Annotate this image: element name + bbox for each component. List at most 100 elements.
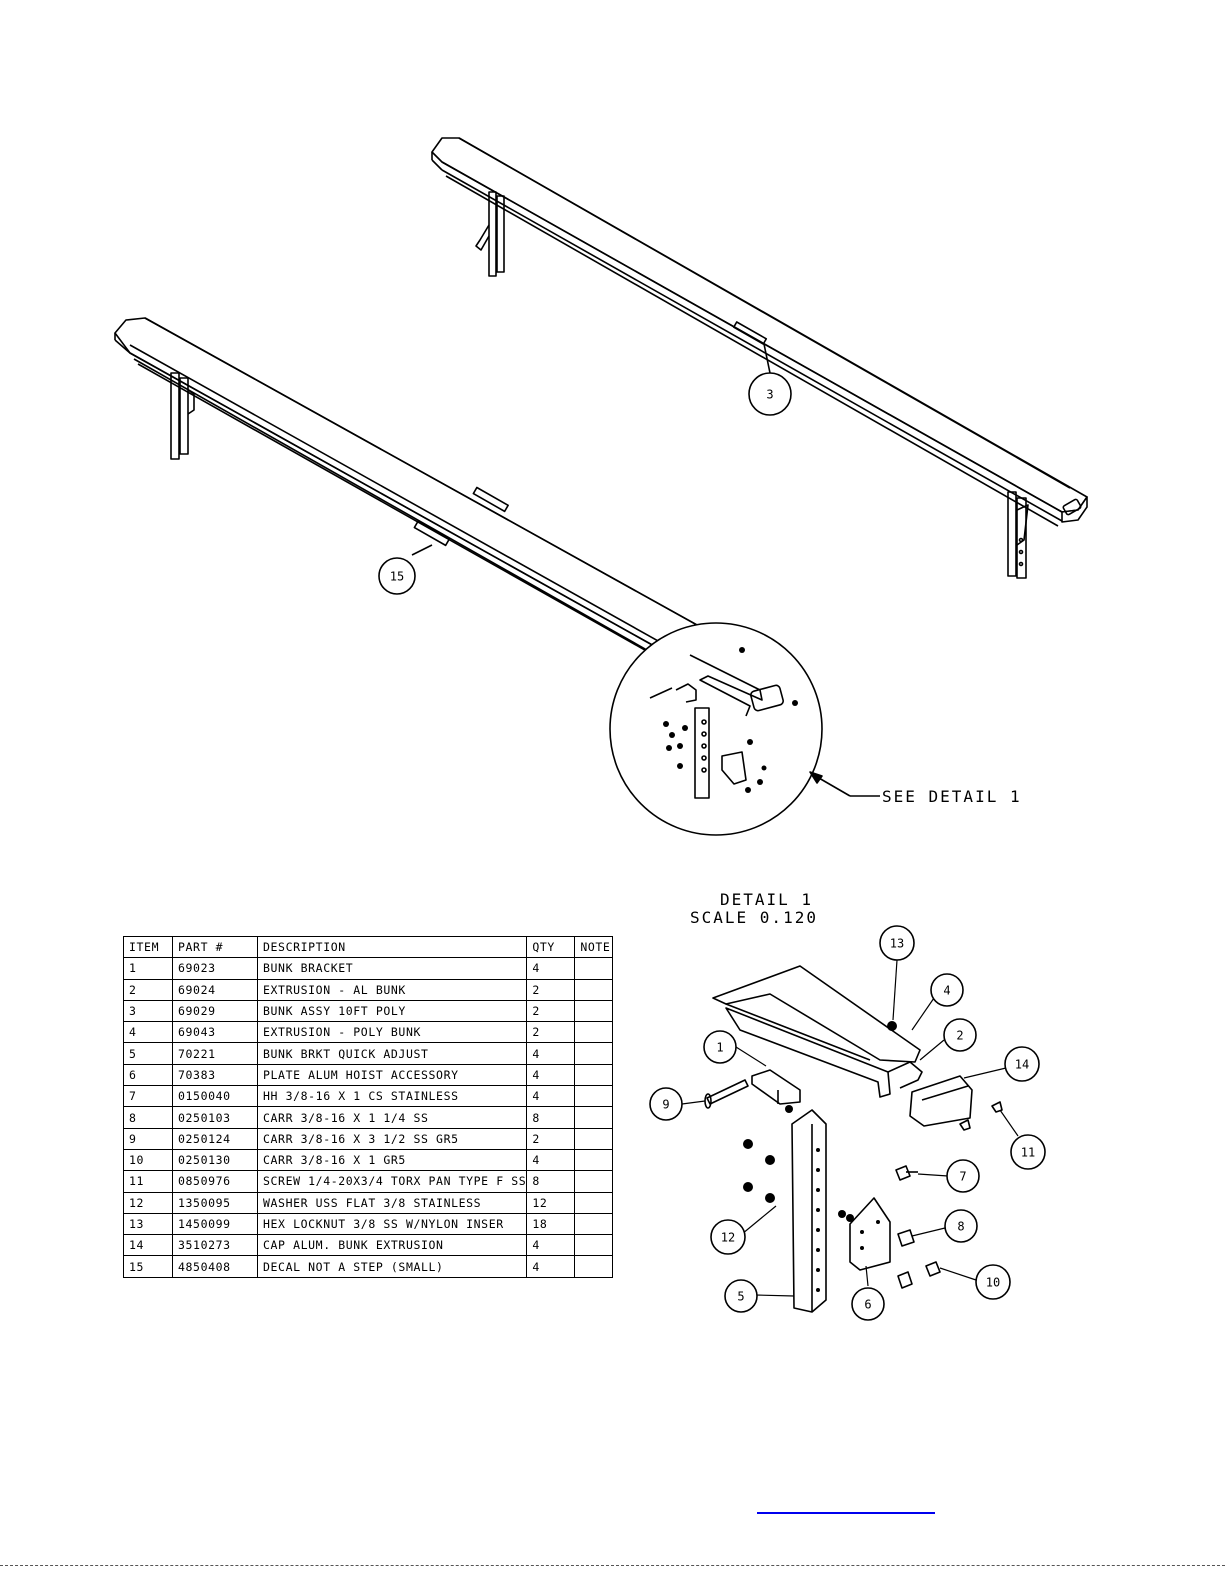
- bom-qty: 18: [526, 1212, 576, 1236]
- bom-description: CAP ALUM. BUNK EXTRUSION: [256, 1234, 528, 1257]
- bom-item: 10: [123, 1148, 173, 1172]
- bom-item: 15: [123, 1255, 173, 1278]
- bom-qty: 4: [526, 1063, 576, 1087]
- bom-qty: 2: [526, 978, 576, 1001]
- balloon-14: 14: [1015, 1058, 1029, 1072]
- bom-description: CARR 3/8-16 X 3 1/2 SS GR5: [256, 1127, 528, 1150]
- bom-part-number: 69029: [172, 999, 258, 1023]
- bom-part-number: 69043: [172, 1021, 258, 1044]
- bom-header-qty: QTY: [526, 935, 576, 959]
- upper-bunk-bracket-left: [475, 191, 505, 277]
- bom-part-number: 4850408: [172, 1255, 258, 1278]
- bom-item: 2: [123, 978, 173, 1001]
- detail-leaders: [681, 959, 1019, 1297]
- balloon-4: 4: [943, 984, 950, 998]
- bom-description: WASHER USS FLAT 3/8 STAINLESS: [256, 1191, 528, 1214]
- bom-header-part: PART #: [172, 935, 258, 959]
- bom-note: [574, 1212, 614, 1236]
- bom-item: 8: [123, 1106, 173, 1129]
- balloon-6: 6: [864, 1298, 871, 1312]
- detail-circle: [609, 622, 823, 836]
- bom-description: BUNK BRKT QUICK ADJUST: [256, 1042, 528, 1065]
- balloon-5: 5: [737, 1290, 744, 1304]
- footer-link[interactable]: [757, 1512, 935, 1514]
- bom-note: [574, 957, 614, 980]
- bom-qty: 2: [526, 1127, 576, 1150]
- bom-qty: 12: [526, 1191, 576, 1214]
- balloon-3: 3: [766, 388, 773, 402]
- see-detail-leader: [809, 771, 880, 797]
- bom-qty: 4: [526, 1255, 576, 1278]
- bom-note: [574, 1063, 614, 1087]
- balloon-2: 2: [956, 1029, 963, 1043]
- bom-part-number: 0250103: [172, 1106, 258, 1129]
- bom-note: [574, 1021, 614, 1044]
- bom-description: CARR 3/8-16 X 1 GR5: [256, 1148, 528, 1172]
- bom-qty: 8: [526, 1170, 576, 1193]
- bom-item: 4: [123, 1021, 173, 1044]
- bom-part-number: 69023: [172, 957, 258, 980]
- bom-note: [574, 1234, 614, 1257]
- bom-description: BUNK ASSY 10FT POLY: [256, 999, 528, 1023]
- bom-description: PLATE ALUM HOIST ACCESSORY: [256, 1063, 528, 1087]
- bom-note: [574, 978, 614, 1001]
- bom-note: [574, 1085, 614, 1108]
- bom-part-number: 1450099: [172, 1212, 258, 1236]
- bom-qty: 2: [526, 999, 576, 1023]
- bom-qty: 4: [526, 1148, 576, 1172]
- bom-item: 11: [123, 1170, 173, 1193]
- bom-description: EXTRUSION - AL BUNK: [256, 978, 528, 1001]
- bom-qty: 4: [526, 1042, 576, 1065]
- upper-bunk: [431, 137, 1088, 579]
- bom-item: 1: [123, 957, 173, 980]
- balloon-1: 1: [716, 1041, 723, 1055]
- bom-note: [574, 1191, 614, 1214]
- bom-description: HH 3/8-16 X 1 CS STAINLESS: [256, 1085, 528, 1108]
- bom-part-number: 70383: [172, 1063, 258, 1087]
- bom-description: BUNK BRACKET: [256, 957, 528, 980]
- bom-part-number: 0150040: [172, 1085, 258, 1108]
- detail-view: [704, 965, 1003, 1313]
- balloon-7: 7: [959, 1170, 966, 1184]
- detail-scale: SCALE 0.120: [690, 908, 818, 927]
- bom-description: DECAL NOT A STEP (SMALL): [256, 1255, 528, 1278]
- balloon-12: 12: [721, 1231, 735, 1245]
- bom-note: [574, 1106, 614, 1129]
- bom-qty: 4: [526, 1234, 576, 1257]
- bom-note: [574, 1042, 614, 1065]
- bom-note: [574, 1170, 614, 1193]
- bom-note: [574, 1148, 614, 1172]
- bom-note: [574, 1255, 614, 1278]
- bom-qty: 8: [526, 1106, 576, 1129]
- bom-note: [574, 1127, 614, 1150]
- lower-bunk-bracket: [170, 372, 195, 460]
- detail-circle-hardware: [663, 647, 798, 793]
- bom-note: [574, 999, 614, 1023]
- bom-header-description: DESCRIPTION: [256, 935, 528, 959]
- balloon-8: 8: [957, 1220, 964, 1234]
- bom-item: 13: [123, 1212, 173, 1236]
- bom-description: SCREW 1/4-20X3/4 TORX PAN TYPE F SS: [256, 1170, 528, 1193]
- bom-description: HEX LOCKNUT 3/8 SS W/NYLON INSER: [256, 1212, 528, 1236]
- bom-description: EXTRUSION - POLY BUNK: [256, 1021, 528, 1044]
- balloon-11: 11: [1021, 1146, 1035, 1160]
- bom-item: 7: [123, 1085, 173, 1108]
- bom-part-number: 1350095: [172, 1191, 258, 1214]
- bom-part-number: 69024: [172, 978, 258, 1001]
- bom-header-note: NOTE: [574, 935, 614, 959]
- bom-qty: 2: [526, 1021, 576, 1044]
- balloon-9: 9: [662, 1098, 669, 1112]
- bom-item: 14: [123, 1234, 173, 1257]
- bom-item: 6: [123, 1063, 173, 1087]
